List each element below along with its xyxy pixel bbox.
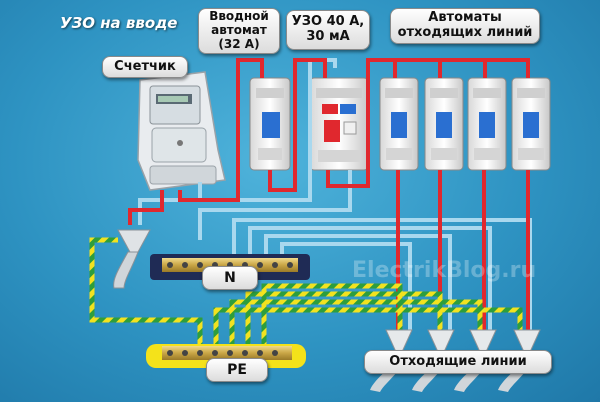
outgoing-breakers (379, 77, 551, 171)
label-input-breaker: Вводной автомат (32 А) (198, 8, 280, 54)
diagram-title: УЗО на вводе (60, 14, 178, 32)
input-cable (113, 229, 151, 289)
watermark: ElectrikBlog.ru (352, 258, 537, 283)
rcd-device (309, 77, 369, 171)
ground-wires (89, 237, 523, 345)
label-rcd: УЗО 40 А, 30 мА (286, 10, 370, 50)
phase-wires (128, 58, 530, 330)
label-meter: Счетчик (102, 56, 188, 78)
input-breaker (249, 77, 291, 171)
label-neutral-bus: N (202, 266, 258, 290)
outgoing-breaker-4 (511, 77, 551, 171)
electricity-meter (137, 71, 226, 191)
label-outgoing-lines: Отходящие линии (364, 350, 552, 374)
outgoing-breaker-1 (379, 77, 419, 171)
outgoing-breaker-3 (467, 77, 507, 171)
label-outgoing-breakers: Автоматы отходящих линий (390, 8, 540, 44)
label-ground-bus: PE (206, 358, 268, 382)
outgoing-breaker-2 (424, 77, 464, 171)
